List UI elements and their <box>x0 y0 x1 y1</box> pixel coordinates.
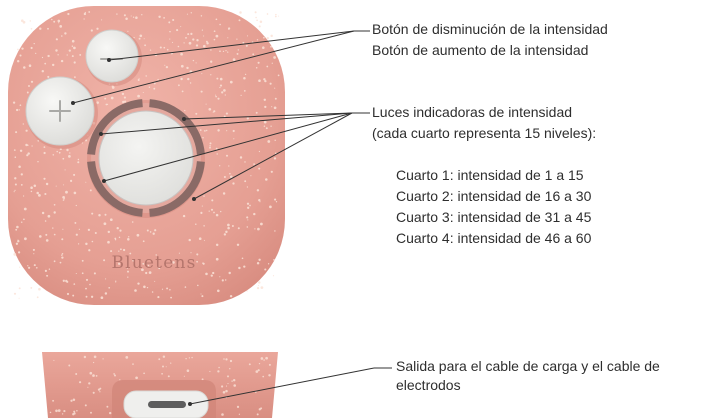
speckle-texture <box>12 11 280 300</box>
brand-logo: Bluetens <box>111 253 196 273</box>
label-indicator-title: Luces indicadoras de intensidad <box>372 104 573 120</box>
leader-lines <box>72 30 392 405</box>
center-button[interactable] <box>98 110 194 206</box>
device-bottom-view <box>42 352 278 418</box>
leader-endpoints <box>71 58 196 406</box>
label-quarter-3: Cuarto 3: intensidad de 31 a 45 <box>396 209 592 225</box>
label-port: Salida para el cable de carga y el cable… <box>396 358 660 393</box>
decrease-button[interactable] <box>85 29 142 86</box>
indicator-quarter-4 <box>87 99 143 155</box>
label-decrease-button: Botón de disminución de la intensidad <box>372 21 608 37</box>
indicator-quarter-2 <box>149 161 205 217</box>
label-quarter-1: Cuarto 1: intensidad de 1 a 15 <box>396 167 584 183</box>
plus-icon <box>49 100 71 122</box>
label-increase-button: Botón de aumento de la intensidad <box>372 42 589 58</box>
increase-button[interactable] <box>25 76 98 149</box>
label-quarter-2: Cuarto 2: intensidad de 16 a 30 <box>396 188 592 204</box>
label-quarter-4: Cuarto 4: intensidad de 46 a 60 <box>396 230 592 246</box>
intensity-indicator-ring <box>87 99 205 218</box>
indicator-quarter-3 <box>87 161 143 217</box>
label-indicator-note: (cada cuarto representa 15 niveles): <box>372 125 597 141</box>
